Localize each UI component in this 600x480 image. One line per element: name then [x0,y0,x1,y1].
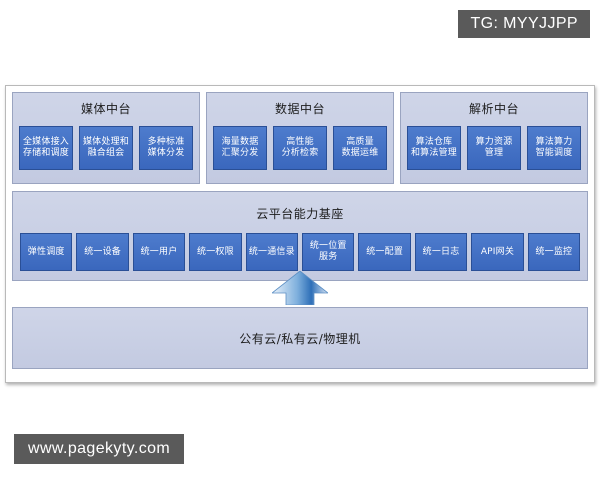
capability-line-2: 媒体分发 [147,148,185,158]
panel-box-group: 全媒体接入 存储和调度 媒体处理和 融合组会 多种标准 媒体分发 [19,126,193,170]
panel-title: 数据中台 [274,102,325,116]
panel-box-group: 海量数据 汇聚分发 高性能 分析检索 高质量 数据运维 [213,126,387,170]
capability-line-1: 统一权限 [197,246,234,257]
capability-line-1: 媒体处理和 [82,137,129,147]
capability-box[interactable]: 高质量 数据运维 [333,126,387,170]
capability-box[interactable]: 算法仓库 和算法管理 [407,126,461,170]
base-capability-box[interactable]: 统一设备 [76,233,129,271]
capability-line-1: 高质量 [346,137,374,147]
panel-data-platform: 数据中台 海量数据 汇聚分发 高性能 分析检索 高质量 [206,92,394,184]
up-arrow-icon [270,270,330,309]
panel-box-group: 算法仓库 和算法管理 算力资源 管理 算法算力 智能调度 [407,126,581,170]
capability-line-1: API网关 [480,246,515,257]
capability-line-1: 高性能 [286,137,314,147]
capability-line-2: 管理 [484,148,504,158]
capability-line-2: 汇聚分发 [221,148,259,158]
base-capability-row: 弹性调度 统一设备 统一用户 统一权限 [13,233,587,279]
capability-line-1: 统一日志 [422,246,460,257]
architecture-diagram: 媒体中台 全媒体接入 存储和调度 媒体处理和 融合组会 多种标准 [5,85,595,383]
cloud-platform-base-band: 云平台能力基座 弹性调度 统一设备 统一用户 [12,191,588,281]
capability-line-2: 融合组会 [87,148,125,158]
capability-box[interactable]: 算力资源 管理 [467,126,521,170]
capability-line-1: 算法算力 [535,137,573,147]
base-capability-box[interactable]: API网关 [471,233,524,271]
capability-line-2: 存储和调度 [22,148,69,158]
capability-line-2: 分析检索 [281,148,319,158]
capability-box[interactable]: 全媒体接入 存储和调度 [19,126,73,170]
capability-line-1: 海量数据 [221,137,259,147]
top-watermark-text: TG: MYYJJPP [470,15,578,32]
base-capability-box[interactable]: 统一用户 [132,233,186,271]
bottom-watermark-text: www.pagekyty.com [28,440,171,457]
capability-line-1: 统一通信录 [248,246,295,257]
panel-media-platform: 媒体中台 全媒体接入 存储和调度 媒体处理和 融合组会 多种标准 [12,92,200,184]
infrastructure-band: 公有云/私有云/物理机 [12,307,588,369]
panel-title: 解析中台 [468,102,519,116]
base-capability-box[interactable]: 统一位置 服务 [302,233,355,271]
capability-line-2: 和算法管理 [410,148,457,158]
infrastructure-label: 公有云/私有云/物理机 [239,331,361,346]
capability-line-1: 弹性调度 [27,246,65,257]
capability-line-2: 服务 [319,252,338,262]
capability-box[interactable]: 媒体处理和 融合组会 [79,126,133,170]
capability-line-2: 数据运维 [341,148,379,158]
capability-line-2: 智能调度 [535,148,573,158]
base-capability-box[interactable]: 统一日志 [414,233,468,271]
panel-title: 媒体中台 [80,102,131,116]
base-capability-box[interactable]: 统一监控 [527,233,581,271]
capability-line-1: 算力资源 [475,137,513,147]
capability-line-1: 算法仓库 [415,137,453,147]
capability-line-1: 统一位置 [309,241,347,251]
base-capability-box[interactable]: 统一权限 [189,233,242,271]
capability-line-1: 统一监控 [535,246,573,257]
base-capability-box[interactable]: 统一通信录 [245,233,299,271]
top-watermark-badge: TG: MYYJJPP [458,10,590,38]
platform-panel-row: 媒体中台 全媒体接入 存储和调度 媒体处理和 融合组会 多种标准 [12,92,588,184]
capability-box[interactable]: 高性能 分析检索 [273,126,327,170]
capability-box[interactable]: 算法算力 智能调度 [527,126,581,170]
capability-line-1: 全媒体接入 [22,137,69,147]
capability-line-1: 多种标准 [147,137,185,147]
capability-line-1: 统一设备 [84,246,122,257]
base-capability-box[interactable]: 弹性调度 [20,233,73,271]
capability-line-1: 统一配置 [366,246,404,257]
arrow-connector [12,270,588,307]
bottom-watermark-badge: www.pagekyty.com [14,434,185,464]
capability-box[interactable]: 多种标准 媒体分发 [139,126,193,170]
capability-line-1: 统一用户 [140,246,178,257]
base-title: 云平台能力基座 [256,207,344,221]
base-capability-box[interactable]: 统一配置 [358,233,411,271]
capability-box[interactable]: 海量数据 汇聚分发 [213,126,267,170]
panel-analysis-platform: 解析中台 算法仓库 和算法管理 算力资源 管理 算法算力 [400,92,588,184]
